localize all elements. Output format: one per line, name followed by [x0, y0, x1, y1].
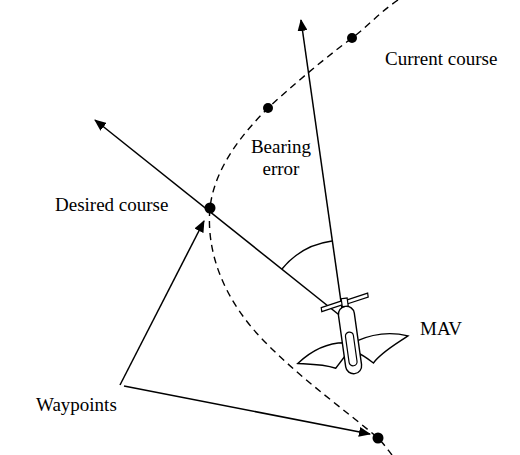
bearing-error-arc	[282, 241, 332, 269]
current-course-arrow	[301, 20, 343, 316]
desired-course-arrow	[95, 120, 343, 318]
course-label: Current course	[385, 48, 497, 70]
angle-label: Bearing error	[250, 136, 312, 180]
waypoint-label: Waypoints	[36, 394, 117, 416]
leader-arrow	[124, 386, 370, 434]
course-label: Desired course	[55, 194, 168, 216]
leader-arrow	[120, 221, 204, 385]
waypoint-path	[209, 0, 398, 455]
waypoint-dot	[347, 33, 357, 43]
mav-aircraft	[289, 288, 412, 381]
waypoint-dot	[263, 103, 273, 113]
waypoint-dot	[373, 433, 384, 444]
vehicle-label: MAV	[420, 318, 462, 340]
